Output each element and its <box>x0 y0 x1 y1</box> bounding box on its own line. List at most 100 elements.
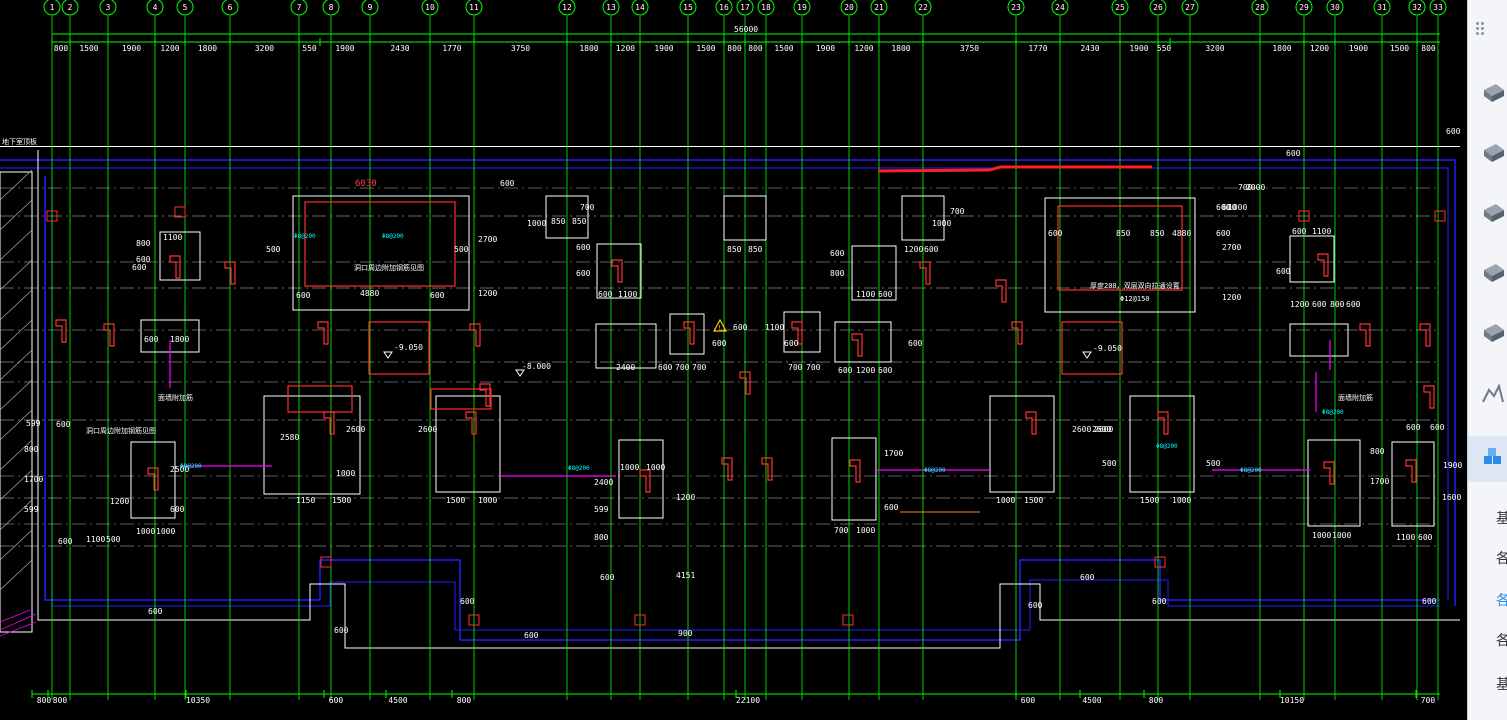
dim-label-d: 600 <box>658 363 673 372</box>
axis-label-30: 30 <box>1330 3 1340 12</box>
column-shape <box>55 319 67 343</box>
dim-label-n: 600 <box>524 631 539 640</box>
column-shape <box>1025 411 1037 435</box>
column-shape <box>721 457 733 481</box>
top-dim-label: 1900 <box>335 44 354 53</box>
dim-label-d: 600 <box>576 269 591 278</box>
toolbar-text-item[interactable]: 基 <box>1496 677 1507 693</box>
rebar-label: Φ8@200 <box>382 233 404 240</box>
i-beam-tool-button[interactable] <box>1468 130 1507 176</box>
dim-label-f: 600 <box>878 290 893 299</box>
pit-outline <box>901 195 945 241</box>
dim-label-b: 4880 <box>360 289 379 298</box>
dim-label-k: 1500 <box>1024 496 1043 505</box>
rebar-label: Φ8@200 <box>1240 467 1262 474</box>
dim-label-n: 600 <box>148 607 163 616</box>
svg-text:!: ! <box>718 324 721 332</box>
dim-label-h: 600 <box>1292 227 1307 236</box>
dim-label-e: 850 <box>727 245 742 254</box>
small-column <box>174 206 186 218</box>
axis-label-17: 17 <box>740 3 750 12</box>
dim-label-l: 1900 <box>1443 461 1462 470</box>
top-dim-label: 1200 <box>616 44 635 53</box>
axis-bubble-31 <box>1373 0 1391 16</box>
axis-bubble-20 <box>840 0 858 16</box>
dim-label-n: 600 <box>500 179 515 188</box>
top-dim-label: 3750 <box>960 44 979 53</box>
cubes-tool-button[interactable] <box>1468 436 1507 482</box>
dim-label-j: 1000 <box>620 463 639 472</box>
dim-label-f: 1100 <box>856 290 875 299</box>
beam-3d-tool-button[interactable] <box>1468 70 1507 116</box>
axis-bubble-21 <box>870 0 888 16</box>
top-dim-label: 1800 <box>1272 44 1291 53</box>
dim-label-h: 600 <box>1312 300 1327 309</box>
axis-bubble-15 <box>679 0 697 16</box>
dim-label-k: 1700 <box>884 449 903 458</box>
rebar-label: Φ8@200 <box>568 465 590 472</box>
toolbar-text-item[interactable]: 各 <box>1496 633 1507 649</box>
dim-label-n: 600 <box>1222 203 1237 212</box>
red-pit-inner <box>1061 321 1123 375</box>
column-shape <box>995 279 1007 303</box>
dim-label-m: 2500 <box>170 465 189 474</box>
top-dim-label: 550 <box>302 44 317 53</box>
dim-label-g: 850 <box>1150 229 1165 238</box>
axis-bubble-25 <box>1111 0 1129 16</box>
pit-outline <box>263 395 361 495</box>
dim-label-g: 600 <box>1048 229 1063 238</box>
svg-text:-8.000: -8.000 <box>522 362 551 371</box>
dim-label-f: 600 <box>830 249 845 258</box>
red-dimension-label: 6030 <box>355 179 377 189</box>
column-shape <box>224 261 236 285</box>
dim-label-i: 1500 <box>332 496 351 505</box>
dim-label-k: 600 <box>884 503 899 512</box>
slab-tool-button[interactable] <box>1468 250 1507 296</box>
pit-outline <box>723 195 767 241</box>
dim-label-n: 600 <box>1152 597 1167 606</box>
axis-label-32: 32 <box>1412 3 1422 12</box>
column-shape <box>639 469 651 493</box>
warning-icon[interactable] <box>712 318 728 332</box>
dim-label-h: 600 <box>1276 267 1291 276</box>
dim-label-j: 4151 <box>676 571 695 580</box>
dim-label-d: 600 <box>598 290 613 299</box>
red-pit-inner <box>368 321 430 375</box>
bottom-dim-label: 800 <box>457 696 472 705</box>
rebar-label: Φ8@200 <box>180 463 202 470</box>
axis-label-8: 8 <box>329 3 334 12</box>
axis-bubble-13 <box>602 0 620 16</box>
toolbar-text-item[interactable]: 基 <box>1496 511 1507 527</box>
channel-tool-button[interactable] <box>1468 190 1507 236</box>
dim-label-g: 4880 <box>1172 229 1191 238</box>
dim-label-l: 800 <box>1370 447 1385 456</box>
dim-label-k: 700 <box>834 526 849 535</box>
top-dim-label: 1500 <box>1390 44 1409 53</box>
terrain-tool-button[interactable] <box>1468 370 1507 416</box>
vertical-grid-lines <box>51 16 1439 700</box>
dim-label-h: 1100 <box>1312 227 1331 236</box>
axis-bubble-3 <box>99 0 117 16</box>
top-dim-label: 800 <box>727 44 742 53</box>
elevation-marker-2: -8.000 <box>515 362 551 377</box>
pit-outline <box>435 395 501 493</box>
axis-bubble-10 <box>421 0 439 16</box>
column-shape <box>1011 321 1023 345</box>
drag-handle-icon[interactable] <box>1476 22 1486 36</box>
dim-label-l: 1600 <box>1442 493 1461 502</box>
wall-tool-button[interactable] <box>1468 310 1507 356</box>
dim-label-i: 1000 <box>336 469 355 478</box>
toolbar-text-item[interactable]: 各 <box>1496 593 1507 609</box>
dim-label-n: 600 <box>1028 601 1043 610</box>
top-dim-label: 1800 <box>891 44 910 53</box>
dim-label-m: 800 <box>24 445 39 454</box>
dim-label-i: 2580 <box>280 433 299 442</box>
dim-label-i: 2600 <box>346 425 365 434</box>
toolbar-text-item[interactable]: 各 <box>1496 551 1507 567</box>
axis-bubble-5 <box>176 0 194 16</box>
bottom-dim-label: 800 <box>37 696 52 705</box>
